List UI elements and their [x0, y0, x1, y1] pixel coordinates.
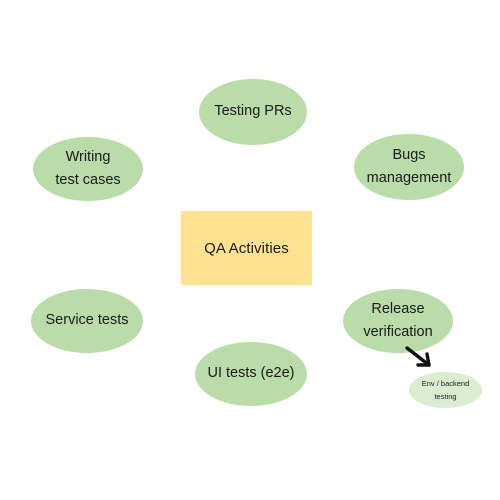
node-bugs-management: Bugs management [354, 134, 464, 200]
node-label: Env / backend testing [421, 378, 470, 401]
node-env-backend-testing: Env / backend testing [409, 372, 482, 408]
node-writing-test-cases: Writing test cases [33, 137, 143, 201]
arrow-line [405, 346, 431, 367]
center-node: QA Activities [181, 211, 312, 285]
node-label: Testing PRs [214, 103, 292, 120]
arrow-connector [405, 346, 431, 367]
node-ui-tests: UI tests (e2e) [195, 342, 307, 406]
node-testing-prs: Testing PRs [199, 79, 307, 145]
node-label: Bugs management [366, 146, 452, 186]
node-label: Writing test cases [55, 148, 121, 188]
center-node-label: QA Activities [204, 239, 289, 257]
node-release-verification: Release verification [343, 289, 453, 353]
node-label: Service tests [45, 312, 129, 329]
node-label: Release verification [363, 300, 433, 340]
arrow-head [416, 352, 431, 367]
node-service-tests: Service tests [31, 289, 143, 353]
node-label: UI tests (e2e) [207, 365, 295, 382]
